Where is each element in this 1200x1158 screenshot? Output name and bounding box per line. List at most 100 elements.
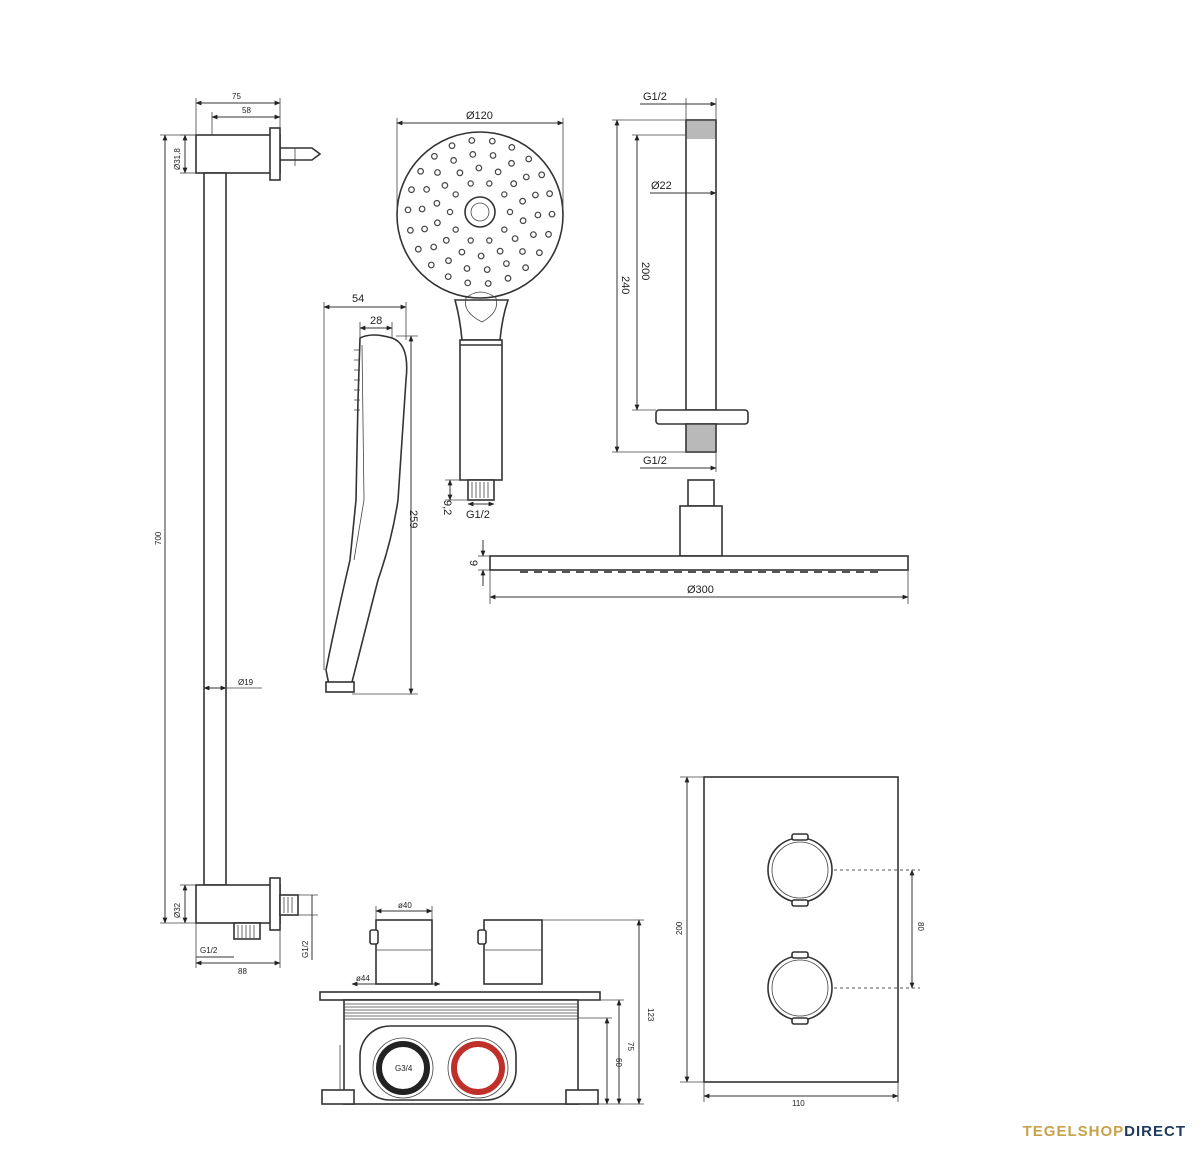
dim-arm-200: 200 [639, 262, 651, 280]
dim-valve-44: ø44 [356, 974, 370, 983]
spray-hole [503, 260, 510, 268]
slide-bar [160, 98, 322, 968]
hand-shower-side-labels: 54 28 259 [352, 293, 419, 528]
nozzle [870, 570, 878, 573]
spray-hole [519, 197, 526, 205]
spray-hole [510, 180, 518, 188]
dim-hs-length: 259 [407, 510, 419, 528]
dim-bar-side-thread: G1/2 [301, 940, 310, 958]
spray-hole [414, 245, 422, 253]
spray-hole [501, 226, 508, 233]
spray-hole [467, 237, 474, 244]
spray-hole [467, 180, 474, 187]
spray-hole [525, 155, 533, 163]
dim-rain-dia: Ø300 [687, 584, 714, 596]
spray-hole [486, 237, 493, 244]
dim-bar-bracket-dia: Ø31,8 [173, 148, 182, 170]
spray-hole [448, 142, 456, 150]
spray-hole [421, 225, 429, 233]
dim-plate-spacing: 80 [916, 922, 925, 931]
nozzle [660, 570, 668, 573]
rain-shower [478, 540, 909, 604]
spray-hole [519, 217, 527, 225]
nozzle [632, 570, 640, 573]
spray-hole [504, 274, 512, 282]
spray-hole [408, 186, 415, 194]
thermostat-plate [680, 776, 920, 1102]
nozzle [758, 570, 766, 573]
shower-arm [612, 98, 749, 557]
spray-hole [519, 248, 526, 255]
spray-hole [546, 190, 553, 198]
nozzle [772, 570, 780, 573]
dim-hs-dia: Ø120 [466, 110, 493, 122]
dim-bar-lower-dia: Ø32 [173, 902, 182, 918]
dim-valve-60: 60 [614, 1058, 623, 1067]
spray-hole [545, 230, 552, 238]
nozzle [646, 570, 654, 573]
spray-hole [464, 279, 472, 287]
spray-hole [477, 252, 485, 260]
spray-hole [456, 169, 464, 177]
spray-hole [484, 280, 492, 287]
hand-shower-front-labels: Ø120 9,2 G1/2 [441, 110, 493, 521]
nozzle [674, 570, 682, 573]
spray-hole [522, 264, 529, 272]
dim-bar-75: 75 [232, 92, 241, 101]
dim-plate-width: 110 [792, 1099, 805, 1108]
nozzle [520, 570, 528, 573]
spray-hole [522, 173, 530, 181]
spray-hole [452, 191, 459, 198]
spray-hole [494, 168, 502, 176]
nozzle [856, 570, 864, 573]
nozzle [548, 570, 556, 573]
dim-hs-9: 9,2 [441, 500, 453, 515]
spray-hole [444, 273, 452, 281]
brand-part1: TEGELSHOP [1022, 1123, 1125, 1140]
spray-hole [442, 236, 450, 244]
spray-hole [538, 171, 546, 179]
dim-arm-bottom-thread: G1/2 [643, 455, 667, 467]
nozzle [800, 570, 808, 573]
spray-hole [469, 150, 477, 158]
spray-hole [434, 219, 441, 227]
shower-arm-labels: G1/2 Ø22 200 240 G1/2 [619, 91, 672, 467]
spray-hole [489, 152, 497, 159]
nozzle [716, 570, 724, 573]
spray-hole [430, 243, 438, 251]
spray-hole [407, 226, 414, 234]
concealed-valve [319, 906, 644, 1105]
dim-hs-thread: G1/2 [466, 509, 490, 521]
spray-hole [450, 156, 458, 164]
spray-hole [536, 249, 543, 257]
spray-hole [463, 265, 471, 272]
spray-hole [423, 185, 431, 193]
nozzle [842, 570, 850, 573]
hand-shower-side [323, 302, 418, 695]
spray-hole [418, 205, 426, 213]
dim-bar-58: 58 [242, 106, 251, 115]
spray-hole [441, 181, 449, 189]
spray-hole [404, 206, 412, 214]
spray-hole [508, 159, 515, 167]
nozzle [618, 570, 626, 573]
nozzle [702, 570, 710, 573]
spray-hole [468, 137, 476, 144]
nozzle [786, 570, 794, 573]
dim-valve-40: ø40 [398, 901, 412, 910]
spray-hole [506, 208, 514, 216]
slide-bar-labels: 75 58 Ø31,8 700 Ø19 Ø32 G1/2 88 G1/2 [154, 92, 310, 976]
nozzle [590, 570, 598, 573]
spray-hole [486, 180, 493, 187]
dim-valve-inlet: G3/4 [395, 1064, 413, 1073]
dim-bar-length: 700 [154, 531, 163, 545]
brand-logo[interactable]: TEGELSHOPDIRECT [1023, 1123, 1186, 1140]
spray-hole [548, 210, 556, 218]
nozzle [534, 570, 542, 573]
dim-arm-top-thread: G1/2 [643, 91, 667, 103]
thermostat-plate-labels: 200 80 110 [675, 921, 925, 1108]
spray-hole [532, 191, 539, 199]
spray-hole [446, 208, 454, 216]
nozzle [828, 570, 836, 573]
